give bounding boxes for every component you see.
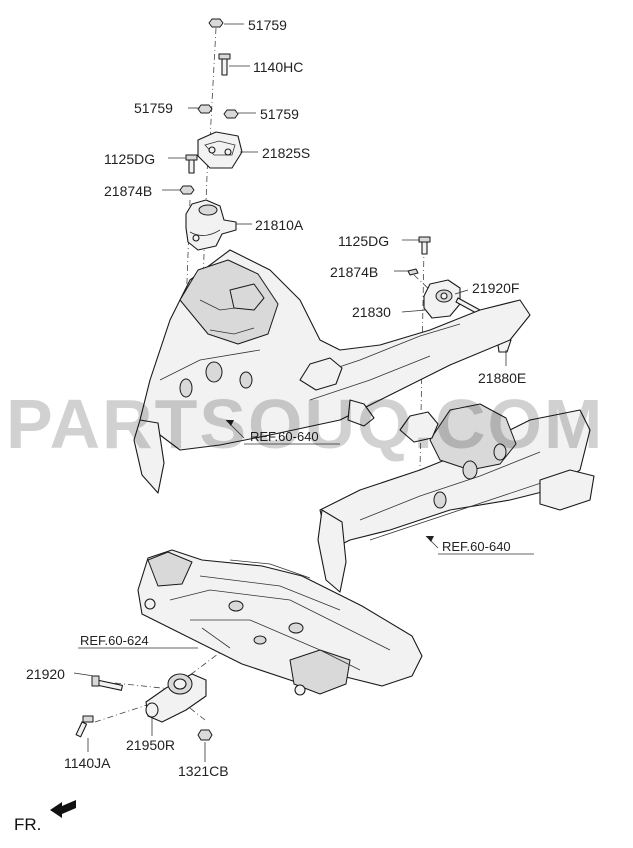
frame-hole xyxy=(433,491,447,509)
label-21950r[interactable]: 21950R xyxy=(126,737,175,753)
subframe-hole xyxy=(253,635,267,645)
bolt-1140hc-head xyxy=(218,53,231,60)
bolt-1140ja xyxy=(75,721,88,738)
label-51759-top[interactable]: 51759 xyxy=(248,17,287,33)
left-body-frame xyxy=(133,249,531,494)
label-1140ja[interactable]: 1140JA xyxy=(64,755,111,771)
bracket-hole xyxy=(224,148,232,156)
mount-21810a-top xyxy=(198,204,218,216)
nut-51759-right xyxy=(223,109,239,119)
bracket-hole xyxy=(208,146,216,154)
bolt-1125dg-left-head xyxy=(185,154,198,161)
front-label: FR. xyxy=(14,815,41,834)
frame-hole xyxy=(239,371,253,389)
bracket-21825s xyxy=(197,131,243,169)
label-21874b-left[interactable]: 21874B xyxy=(104,183,152,199)
subframe xyxy=(137,549,423,696)
label-1321cb[interactable]: 1321CB xyxy=(178,763,229,779)
ref-left-frame[interactable]: REF.60-640 xyxy=(250,429,319,444)
subframe-hole xyxy=(294,684,306,696)
label-51759-left[interactable]: 51759 xyxy=(134,100,173,116)
roll-rod-eye xyxy=(145,702,159,718)
frame-hole xyxy=(179,378,193,398)
ref-labels: REF.60-640 REF.60-640 REF.60-624 xyxy=(80,429,511,648)
ref-arrow-left xyxy=(226,420,234,426)
bolt-1125dg-left xyxy=(188,158,195,174)
ref-right-frame[interactable]: REF.60-640 xyxy=(442,539,511,554)
nut-1321cb xyxy=(197,729,213,741)
label-1140hc[interactable]: 1140HC xyxy=(253,59,303,75)
roll-rod-group xyxy=(75,673,213,741)
label-51759-right[interactable]: 51759 xyxy=(260,106,299,122)
bolt-1125dg-right-head xyxy=(418,236,431,243)
front-arrow-icon xyxy=(50,800,76,818)
label-21880e[interactable]: 21880E xyxy=(478,370,526,386)
subframe-hole xyxy=(228,600,244,612)
frame-hole xyxy=(205,361,223,383)
label-21830[interactable]: 21830 xyxy=(352,304,391,320)
watermark: PARTSOUQ.COM xyxy=(6,385,604,463)
right-body-frame xyxy=(317,403,595,593)
front-indicator: FR. xyxy=(14,800,76,834)
part-labels: 51759 1140HC 51759 51759 1125DG 21825S 2… xyxy=(26,17,526,779)
subframe-hole xyxy=(144,598,156,610)
leader-lines xyxy=(73,23,507,762)
label-21810a[interactable]: 21810A xyxy=(255,217,304,233)
mount-21830-hole xyxy=(440,292,448,300)
label-21825s[interactable]: 21825S xyxy=(262,145,310,161)
bolt-1125dg-right xyxy=(421,241,428,255)
ref-subframe[interactable]: REF.60-624 xyxy=(80,633,149,648)
label-21920[interactable]: 21920 xyxy=(26,666,65,682)
nut-21874b-left xyxy=(179,185,195,195)
label-21920f[interactable]: 21920F xyxy=(472,280,519,296)
nut-51759-left xyxy=(197,104,213,114)
frame-hole xyxy=(462,460,478,480)
bolt-1140hc xyxy=(221,56,228,76)
ref-arrow-right xyxy=(426,536,434,542)
frame-hole xyxy=(493,443,507,461)
subframe-hole xyxy=(288,622,304,634)
pin-21874b-right xyxy=(407,268,419,276)
bolt-21920 xyxy=(95,679,123,691)
bolt-21920-head xyxy=(91,675,100,687)
roll-rod-core xyxy=(173,678,187,690)
bolt-1140ja-head xyxy=(82,715,94,723)
label-21874b-right[interactable]: 21874B xyxy=(330,264,378,280)
mount-21810a-group xyxy=(179,18,243,251)
mount-hole xyxy=(192,234,200,242)
label-1125dg-right[interactable]: 1125DG xyxy=(338,233,389,249)
nut-51759-top xyxy=(208,18,224,28)
label-1125dg-left[interactable]: 1125DG xyxy=(104,151,155,167)
